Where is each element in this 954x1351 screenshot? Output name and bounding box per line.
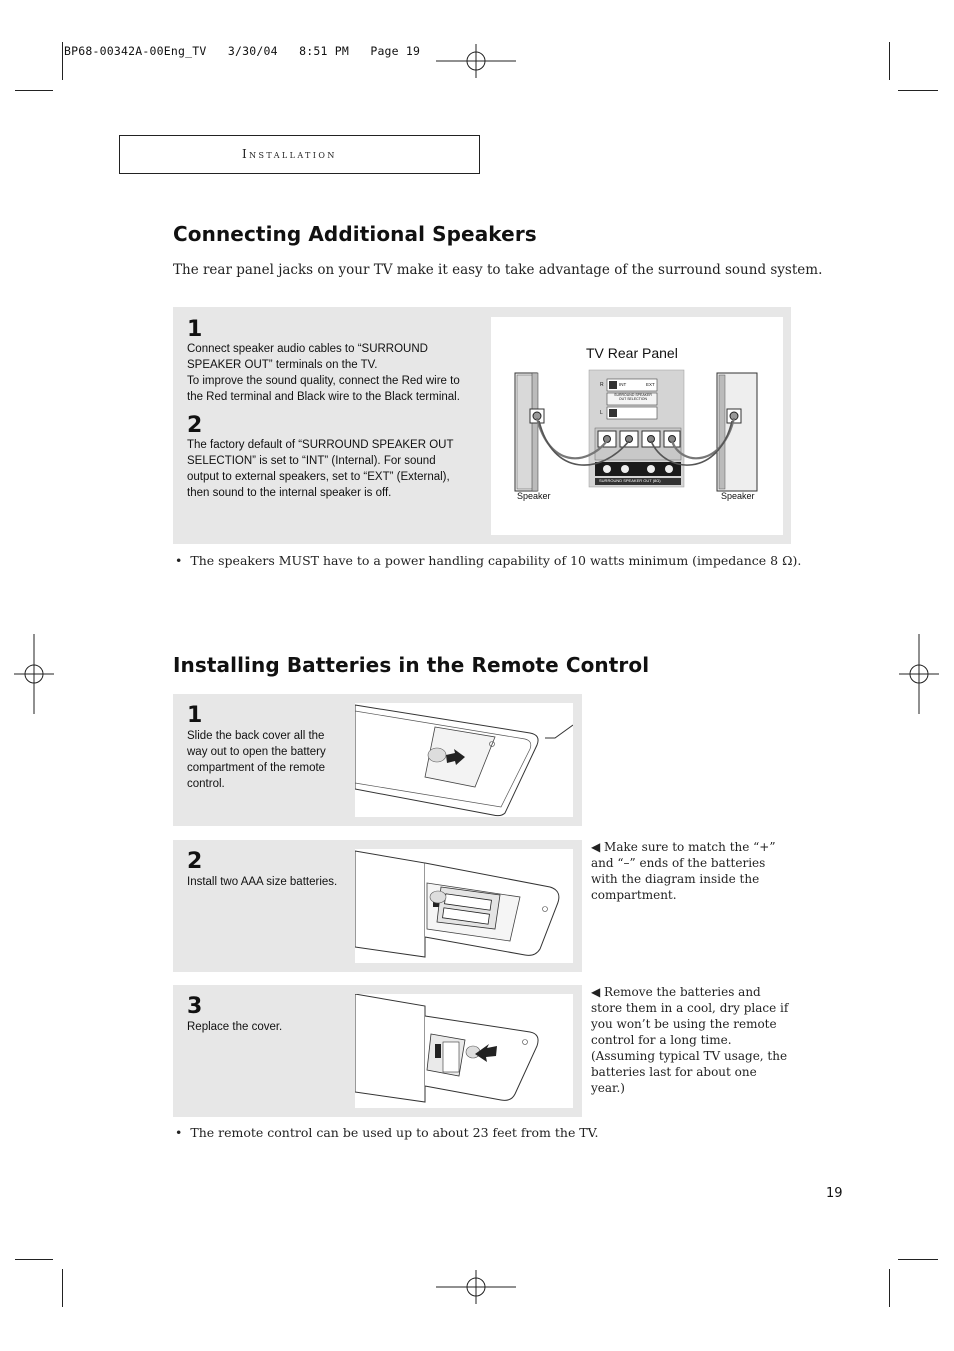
battery-step-panel: 2 Install two AAA size batteries.: [173, 840, 582, 972]
switch-label: SURROUND SPEAKER OUT SELECTION: [614, 393, 652, 401]
figure-title: TV Rear Panel: [586, 345, 678, 361]
arrow-icon: [475, 1044, 497, 1062]
step-text: The factory default of “SURROUND SPEAKER…: [187, 439, 454, 499]
crop-mark: [62, 1269, 63, 1307]
crop-mark: [15, 1259, 53, 1260]
step-text: Install two AAA size batteries.: [187, 876, 338, 888]
battery-step-panel: 1 Slide the back cover all the way out t…: [173, 694, 582, 826]
remote-open-cover-figure: [354, 703, 574, 817]
step-text: Slide the back cover all the way out to …: [187, 730, 326, 790]
speaker-wiring-diagram: [514, 369, 758, 492]
r-label: R: [600, 382, 604, 388]
registration-mark-icon: [14, 634, 54, 714]
speakers-panel: 1 Connect speaker audio cables to “SURRO…: [173, 307, 791, 544]
tv-rear-panel-figure: TV Rear Panel: [491, 317, 783, 535]
batteries-heading: Installing Batteries in the Remote Contr…: [173, 653, 650, 677]
panel-label: SURROUND SPEAKER OUT (8Ω): [599, 478, 661, 483]
speaker-label-right: Speaker: [721, 491, 755, 501]
crop-mark: [15, 90, 53, 91]
step-number: 1: [187, 317, 203, 342]
step-text: Connect speaker audio cables to “SURROUN…: [187, 341, 467, 405]
section-title: Installation: [242, 147, 337, 161]
ext-label: EXT: [646, 382, 655, 387]
registration-mark-icon: [436, 1270, 516, 1304]
print-slug: BP68-00342A-00Eng_TV 3/30/04 8:51 PM Pag…: [64, 44, 421, 58]
battery-step-panel: 3 Replace the cover.: [173, 985, 582, 1117]
section-header-box: Installation: [119, 135, 480, 174]
speaker-label-left: Speaker: [517, 491, 551, 501]
step-number: 3: [187, 994, 203, 1019]
step-number: 2: [187, 849, 203, 874]
speakers-heading: Connecting Additional Speakers: [173, 222, 537, 246]
speakers-note-text: The speakers MUST have to a power handli…: [190, 553, 802, 568]
step-text-line: To improve the sound quality, connect th…: [187, 375, 460, 403]
batteries-note-text: The remote control can be used up to abo…: [190, 1125, 599, 1140]
registration-mark-icon: [899, 634, 939, 714]
arrow-icon: [446, 749, 465, 765]
speakers-note: • The speakers MUST have to a power handl…: [175, 553, 801, 568]
page-number: 19: [826, 1186, 843, 1201]
step-text: Replace the cover.: [187, 1021, 283, 1033]
batteries-note: • The remote control can be used up to ab…: [175, 1125, 598, 1140]
crop-mark: [889, 1269, 890, 1307]
step-number: 2: [187, 413, 203, 438]
crop-mark: [62, 42, 63, 80]
step-number: 1: [187, 703, 203, 728]
speakers-intro: The rear panel jacks on your TV make it …: [173, 262, 823, 278]
l-label: L: [600, 410, 603, 416]
remote-batteries-figure: [354, 849, 573, 963]
bullet-icon: •: [175, 1125, 183, 1140]
battery-side-note: ◀ Make sure to match the “+” and “–” end…: [591, 840, 776, 902]
crop-mark: [898, 1259, 938, 1260]
bullet-icon: •: [175, 553, 183, 568]
registration-mark-icon: [436, 44, 516, 78]
int-label: INT: [619, 382, 627, 387]
battery-side-note: ◀ Remove the batteries and store them in…: [591, 985, 789, 1095]
step-text-line: Connect speaker audio cables to “SURROUN…: [187, 343, 428, 371]
crop-mark: [889, 42, 890, 80]
remote-replace-cover-figure: [354, 993, 573, 1108]
crop-mark: [898, 90, 938, 91]
